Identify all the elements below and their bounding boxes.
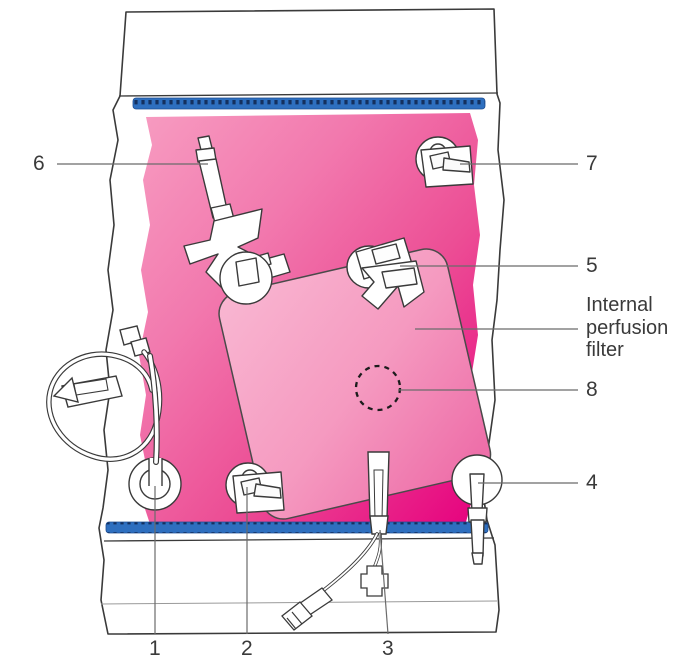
left-tube-loop — [46, 325, 163, 465]
callout-label-1: 1 — [149, 637, 161, 660]
top-seal-strip — [132, 97, 486, 110]
callout-label-4: 4 — [586, 471, 598, 494]
lower-mid-clamp-port — [225, 462, 285, 514]
leader-lines — [57, 163, 578, 635]
filter-label-line-2: perfusion — [586, 316, 669, 339]
top-chamber-divider — [118, 92, 499, 97]
filter-label-line-1: Internal — [586, 294, 653, 316]
mid-right-flap-port — [346, 237, 425, 310]
upper-right-clamp-port — [415, 136, 474, 188]
callout-label-7: 7 — [586, 152, 598, 175]
dashed-circle-marker — [354, 364, 402, 412]
callout-label-8: 8 — [586, 378, 598, 401]
outlet-tubing-assembly — [281, 451, 390, 631]
callout-label-6: 6 — [33, 152, 45, 175]
spike-port-assembly — [183, 135, 291, 305]
bottom-chamber-divider — [103, 537, 495, 542]
callout-label-2: 2 — [241, 637, 253, 660]
bottom-seal-strip — [105, 521, 489, 534]
callout-label-3: 3 — [382, 637, 394, 660]
lower-right-port — [451, 454, 503, 565]
callout-label-internal-perfusion-filter: Internal perfusion filter — [586, 294, 668, 362]
filter-label-line-3: filter — [586, 339, 624, 361]
callout-label-5: 5 — [586, 254, 598, 277]
lower-left-ring-port — [128, 457, 182, 511]
